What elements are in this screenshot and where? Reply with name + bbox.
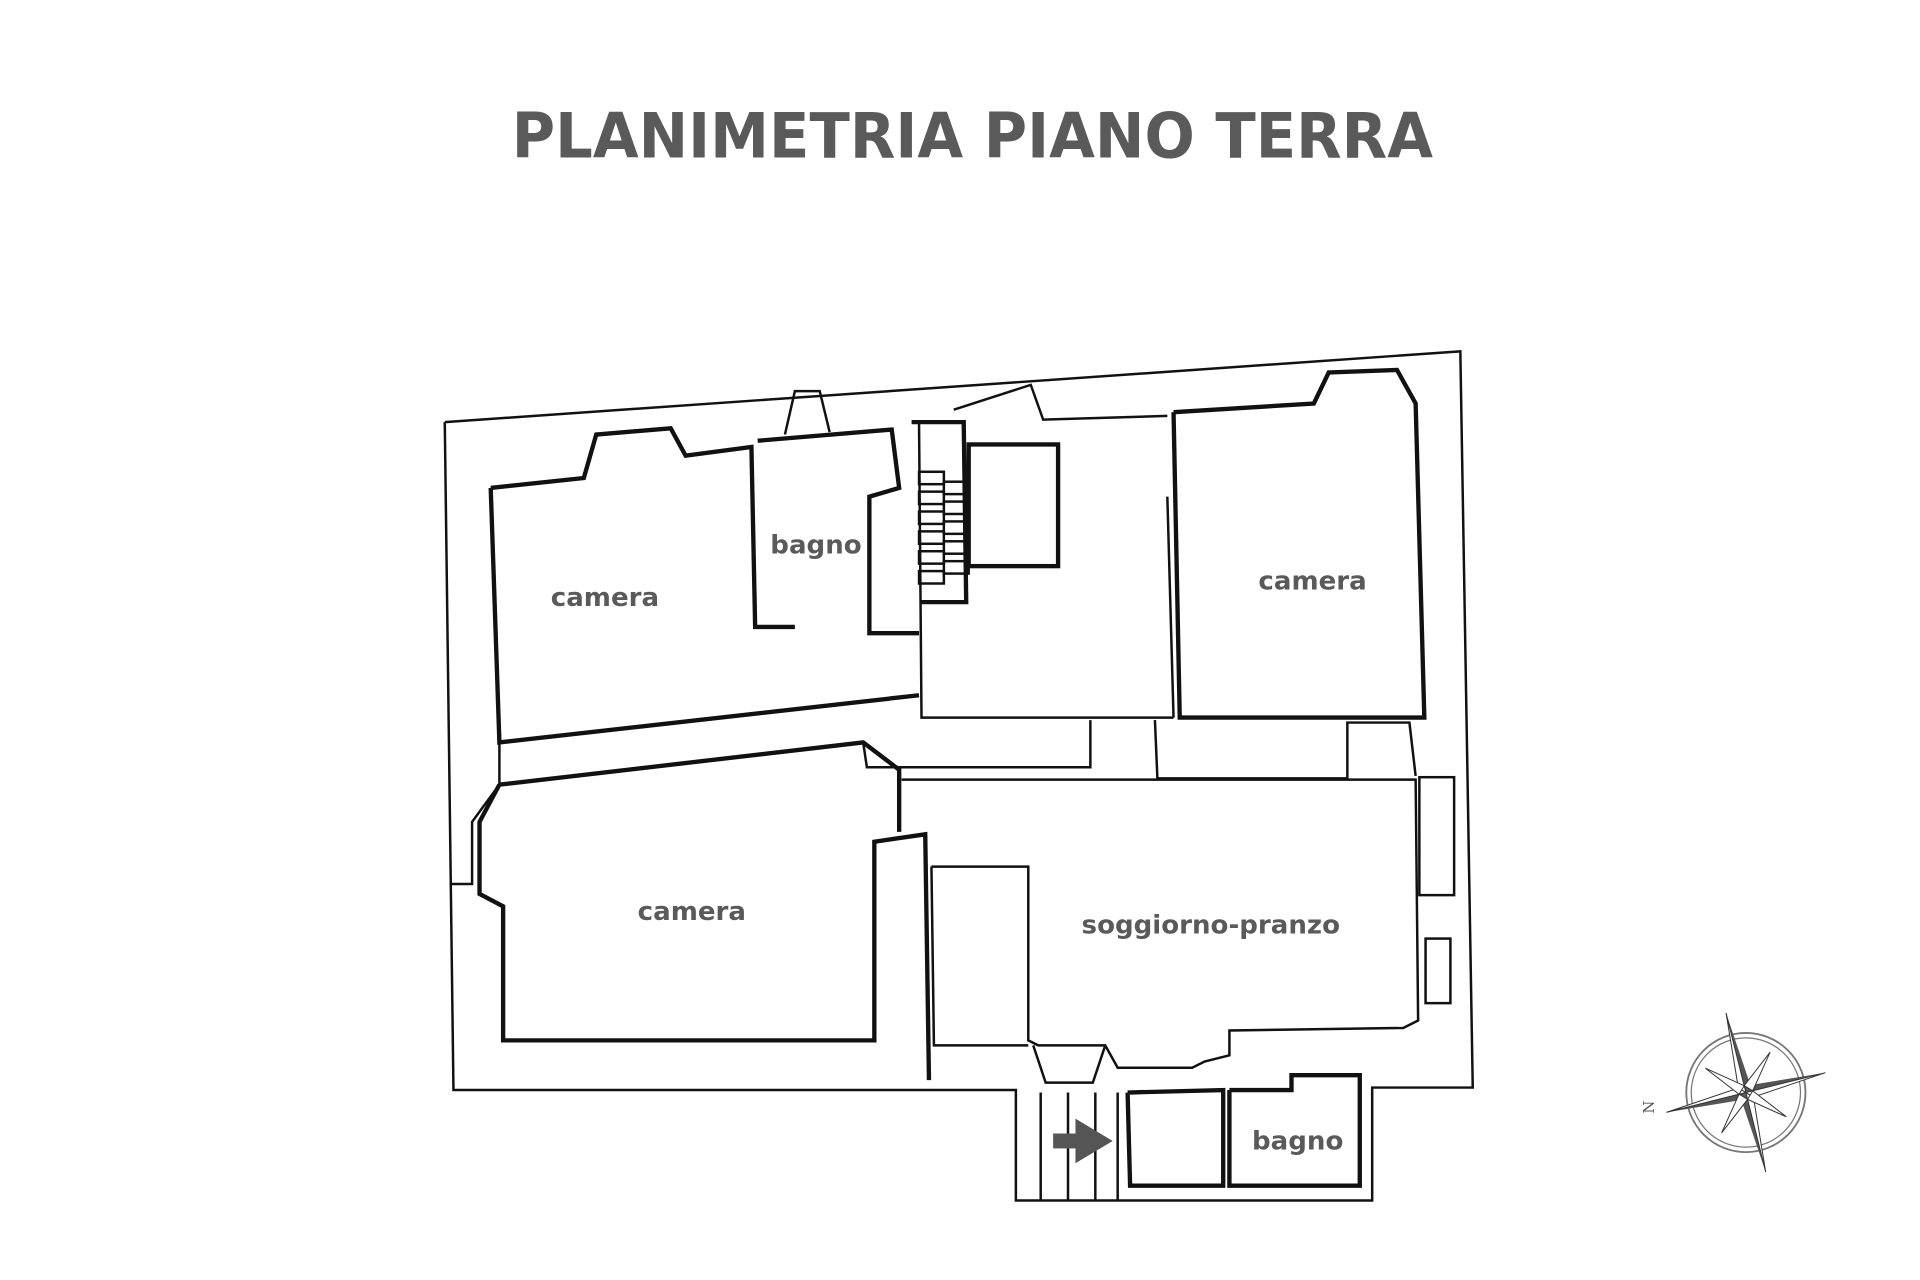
- stairs: [917, 470, 970, 585]
- room-label-camera-3: camera: [638, 897, 746, 927]
- compass-rose-icon: N: [1640, 1012, 1826, 1173]
- room-label-soggiorno-pranzo: soggiorno-pranzo: [1082, 911, 1340, 941]
- room-label-camera-1: camera: [551, 583, 659, 613]
- page-title: PLANIMETRIA PIANO TERRA: [512, 100, 1433, 173]
- north-label: N: [1640, 1101, 1658, 1114]
- room-label-camera-2: camera: [1258, 567, 1366, 597]
- room-label-bagno-1: bagno: [770, 531, 861, 561]
- entrance-arrow-icon: [1053, 1118, 1113, 1164]
- room-label-bagno-2: bagno: [1252, 1127, 1343, 1157]
- walls: [443, 350, 1475, 1202]
